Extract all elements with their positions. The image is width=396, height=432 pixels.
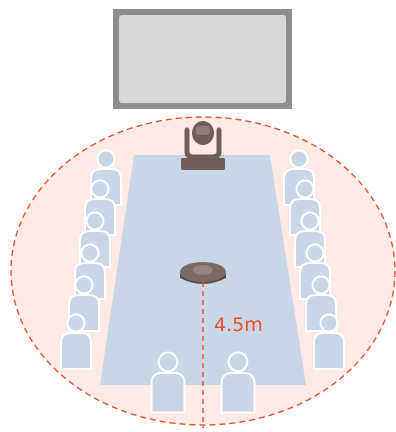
person-icon — [220, 351, 256, 414]
participants-group — [60, 149, 345, 414]
display-screen-icon — [113, 9, 292, 109]
person-icon — [60, 313, 92, 370]
ptz-camera-icon — [181, 121, 225, 170]
speakerphone-icon — [180, 262, 226, 284]
person-icon — [150, 351, 186, 414]
distance-label: 4.5m — [214, 314, 263, 336]
person-icon — [313, 313, 345, 370]
